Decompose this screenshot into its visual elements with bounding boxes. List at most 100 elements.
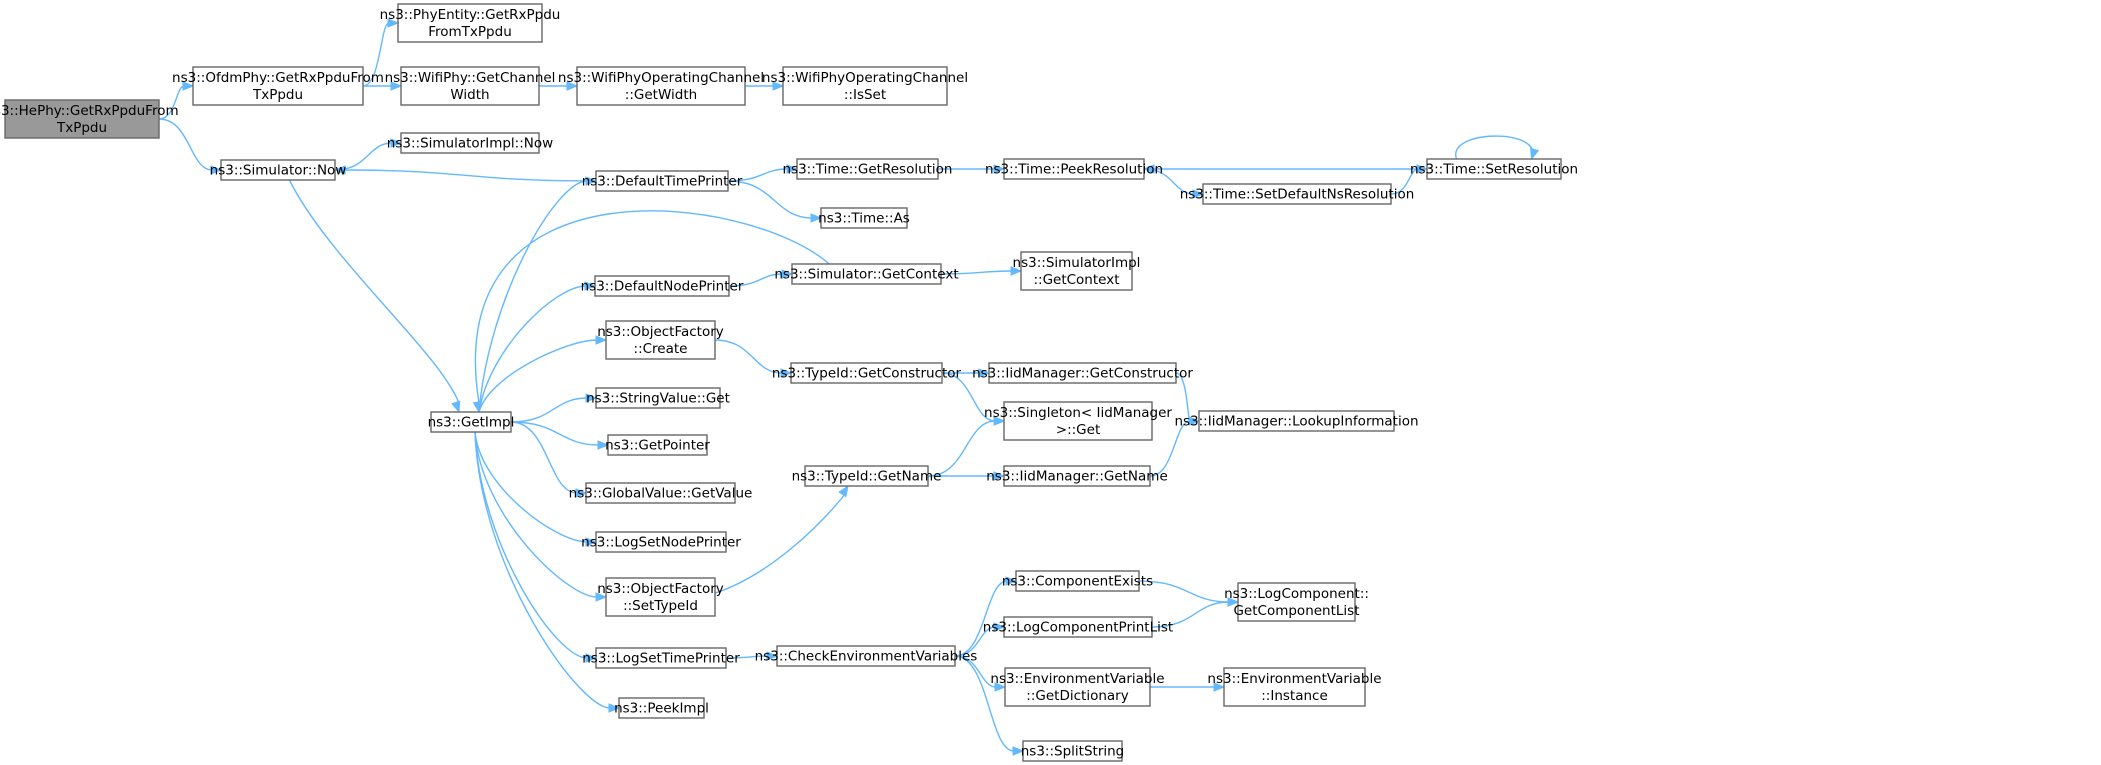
node-label: ns3::Singleton< IidManager (984, 405, 1172, 421)
node-ofsettid[interactable]: ns3::ObjectFactory::SetTypeId (597, 577, 724, 617)
node-label: ::GetContext (1033, 272, 1119, 288)
node-getptr[interactable]: ns3::GetPointer (605, 434, 710, 456)
node-label: ns3::DefaultNodePrinter (581, 279, 744, 295)
node-simimplnow[interactable]: ns3::SimulatorImpl::Now (387, 132, 553, 154)
node-label: ns3::ObjectFactory (597, 324, 724, 340)
node-tidgetctor[interactable]: ns3::TypeId::GetConstructor (772, 362, 962, 384)
node-label: ns3::LogSetNodePrinter (581, 535, 741, 551)
edge-envgetdict-to-envinst-arrowhead (1213, 682, 1226, 692)
node-label: ns3::Simulator::Now (210, 163, 347, 179)
node-label: ns3::EnvironmentVariable (1207, 671, 1381, 687)
node-wpocw[interactable]: ns3::WifiPhyOperatingChannel::GetWidth (558, 66, 764, 106)
node-lcprint[interactable]: ns3::LogComponentPrintList (983, 616, 1173, 638)
node-box (397, 3, 543, 43)
node-label: TxPpdu (252, 87, 303, 103)
node-label: ns3::Time::SetDefaultNsResolution (1180, 187, 1415, 203)
node-box (595, 387, 721, 409)
node-box (1426, 158, 1562, 180)
node-label: ::GetWidth (625, 87, 697, 103)
node-label: ns3::SplitString (1021, 744, 1125, 760)
node-singleton[interactable]: ns3::Singleton< IidManager >::Get (984, 401, 1172, 441)
node-label: ns3::IidManager::GetConstructor (972, 366, 1193, 382)
node-iidlookup[interactable]: ns3::IidManager::LookupInformation (1174, 410, 1419, 432)
node-lstp[interactable]: ns3::LogSetTimePrinter (582, 647, 740, 669)
node-envinst[interactable]: ns3::EnvironmentVariable::Instance (1207, 667, 1382, 707)
node-box (1003, 616, 1153, 638)
edge-getimpl-to-ofsettid-arrowhead (595, 592, 608, 602)
node-lsnp[interactable]: ns3::LogSetNodePrinter (581, 531, 741, 553)
edge-lstp-to-chkenv-arrowhead (766, 651, 779, 661)
node-box (618, 697, 705, 719)
edge-getimpl-to-strget-arrowhead (585, 393, 598, 403)
node-iidgetname[interactable]: ns3::IidManager::GetName (986, 465, 1168, 487)
node-label: Width (450, 87, 489, 103)
edge-ofdm-to-wifichw-arrowhead (390, 81, 403, 91)
edge-getimpl-to-dtp-arrowhead (585, 176, 598, 186)
edge-heph-to-simnow (158, 118, 213, 171)
node-label: ::GetDictionary (1026, 688, 1128, 704)
node-box (576, 66, 746, 106)
node-dtp[interactable]: ns3::DefaultTimePrinter (582, 170, 743, 192)
node-label: ns3::WifiPhyOperatingChannel (762, 70, 968, 86)
edge-getimpl-to-lstp (474, 431, 588, 659)
node-strget[interactable]: ns3::StringValue::Get (586, 387, 730, 409)
node-box (192, 66, 364, 106)
node-envgetdict[interactable]: ns3::EnvironmentVariable::GetDictionary (990, 667, 1165, 707)
node-wpocset[interactable]: ns3::WifiPhyOperatingChannel::IsSet (762, 66, 968, 106)
node-compexists[interactable]: ns3::ComponentExists (1002, 570, 1153, 592)
edge-tidgetctor-to-singleton (941, 372, 996, 422)
node-peekimpl[interactable]: ns3::PeekImpl (614, 697, 709, 719)
node-label: ns3::WifiPhy::GetChannel (385, 70, 556, 86)
edge-heph-to-ofdm-arrowhead (182, 81, 195, 91)
edge-setres-to-setres-arrowhead (1530, 147, 1540, 161)
node-dnp[interactable]: ns3::DefaultNodePrinter (581, 275, 744, 297)
node-label: ns3::DefaultTimePrinter (582, 174, 743, 190)
nodes-layer: ns3::HePhy::GetRxPpduFromTxPpduns3::Ofdm… (0, 3, 1578, 762)
node-label: ns3::IidManager::LookupInformation (1174, 414, 1418, 430)
edge-tidgetname-to-singleton-arrowhead (993, 416, 1006, 426)
node-setres[interactable]: ns3::Time::SetResolution (1410, 158, 1578, 180)
node-box (820, 207, 908, 229)
edge-simnow-to-getimpl-arrowhead (451, 400, 461, 414)
node-iidgetctor[interactable]: ns3::IidManager::GetConstructor (972, 362, 1193, 384)
node-box (400, 132, 540, 154)
node-label: ::IsSet (844, 87, 886, 103)
node-label: ns3::PeekImpl (614, 701, 709, 717)
edge-getctx-to-simimplctx (940, 270, 1013, 275)
node-simimplctx[interactable]: ns3::SimulatorImpl::GetContext (1013, 251, 1141, 291)
node-box (988, 362, 1177, 384)
node-lcgetcl[interactable]: ns3::LogComponent::GetComponentList (1224, 582, 1369, 622)
node-box (1022, 740, 1123, 762)
edge-chkenv-to-compexists (954, 580, 1008, 657)
node-box (605, 320, 716, 360)
node-chkenv[interactable]: ns3::CheckEnvironmentVariables (755, 645, 978, 667)
node-label: ns3::Time::PeekResolution (985, 162, 1163, 178)
edge-getimpl-to-ofcreate-arrowhead (595, 335, 608, 345)
node-getctx[interactable]: ns3::Simulator::GetContext (774, 263, 959, 285)
node-getimpl[interactable]: ns3::GetImpl (428, 411, 515, 433)
node-tidgetname[interactable]: ns3::TypeId::GetName (792, 465, 942, 487)
node-box (595, 647, 727, 669)
edge-getimpl-to-dnp-arrowhead (584, 281, 597, 291)
node-setdef[interactable]: ns3::Time::SetDefaultNsResolution (1180, 183, 1415, 205)
node-box (595, 531, 727, 553)
node-getres[interactable]: ns3::Time::GetResolution (782, 158, 953, 180)
node-simnow[interactable]: ns3::Simulator::Now (210, 159, 347, 181)
node-box (594, 275, 730, 297)
edges-layer (158, 18, 1540, 756)
node-gvgetval[interactable]: ns3::GlobalValue::GetValue (569, 482, 753, 504)
node-box (1003, 465, 1151, 487)
node-box (220, 159, 336, 181)
node-ofcreate[interactable]: ns3::ObjectFactory::Create (597, 320, 724, 360)
node-timeas[interactable]: ns3::Time::As (818, 207, 910, 229)
node-label: ns3::Time::SetResolution (1410, 162, 1578, 178)
node-box (776, 645, 956, 667)
node-label: ns3::EnvironmentVariable (990, 671, 1164, 687)
node-splitstr[interactable]: ns3::SplitString (1021, 740, 1125, 762)
node-peekres[interactable]: ns3::Time::PeekResolution (985, 158, 1163, 180)
node-box (1015, 570, 1140, 592)
